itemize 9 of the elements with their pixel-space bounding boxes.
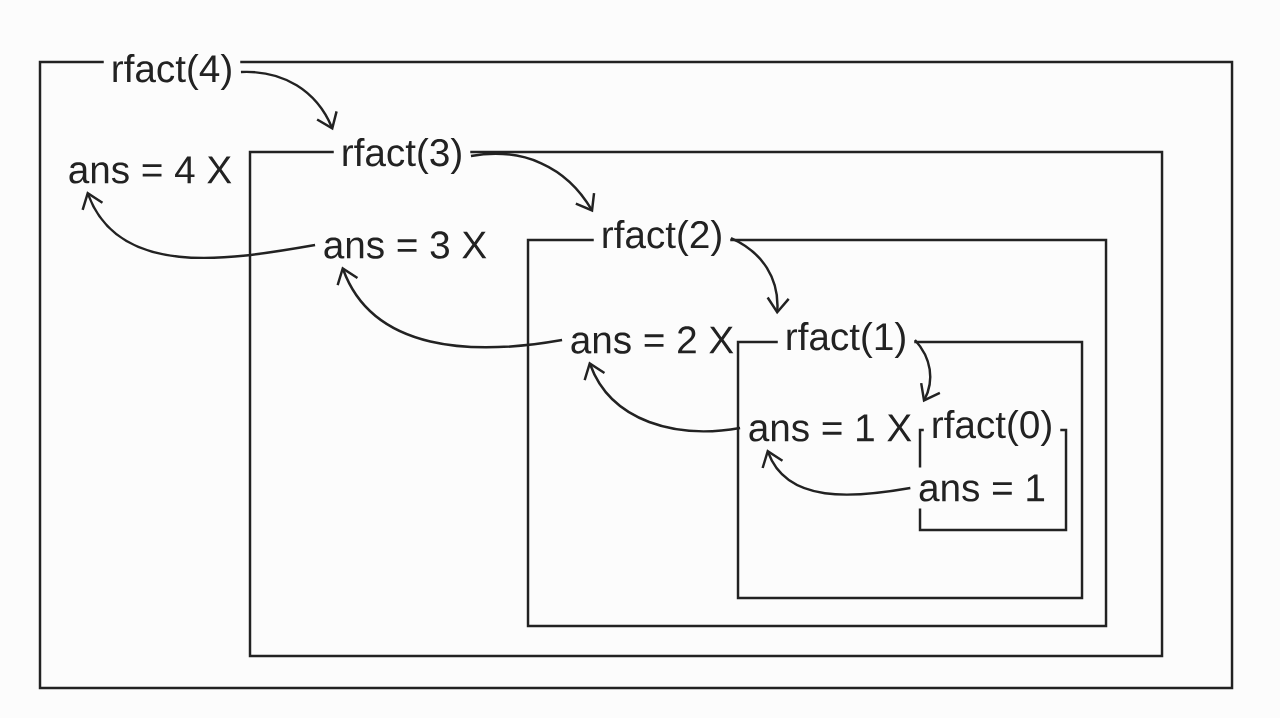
arrow (470, 152, 596, 213)
arrow (336, 266, 563, 349)
arrow (583, 361, 741, 433)
frame-box: rfact(0) ans = 1 (911, 403, 1068, 532)
arrow (761, 449, 911, 496)
arrow (730, 236, 790, 315)
arrow (81, 191, 316, 260)
arrow (914, 339, 941, 403)
arrow (240, 70, 338, 131)
